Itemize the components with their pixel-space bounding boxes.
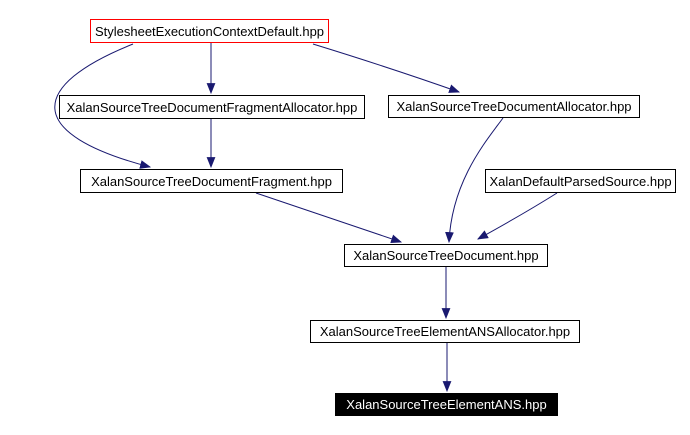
- node-stylesheet-execution-context-default[interactable]: StylesheetExecutionContextDefault.hpp: [90, 19, 329, 43]
- node-default-parsed-source[interactable]: XalanDefaultParsedSource.hpp: [485, 169, 676, 193]
- edge-stylesheet-to-document-fragment: [54, 43, 152, 169]
- node-source-tree-document-fragment[interactable]: XalanSourceTreeDocumentFragment.hpp: [80, 169, 343, 193]
- edge-document-allocator-to-document: [445, 117, 504, 244]
- node-source-tree-document-fragment-allocator[interactable]: XalanSourceTreeDocumentFragmentAllocator…: [59, 95, 365, 119]
- edge-document-fragment-to-document: [255, 192, 403, 243]
- node-source-tree-element-ans-allocator[interactable]: XalanSourceTreeElementANSAllocator.hpp: [310, 320, 580, 343]
- node-source-tree-document-allocator[interactable]: XalanSourceTreeDocumentAllocator.hpp: [388, 95, 640, 118]
- node-source-tree-element-ans[interactable]: XalanSourceTreeElementANS.hpp: [335, 393, 558, 416]
- edge-stylesheet-to-document-allocator: [312, 43, 461, 93]
- node-source-tree-document[interactable]: XalanSourceTreeDocument.hpp: [344, 244, 548, 267]
- edge-parsed-source-to-document: [477, 192, 558, 240]
